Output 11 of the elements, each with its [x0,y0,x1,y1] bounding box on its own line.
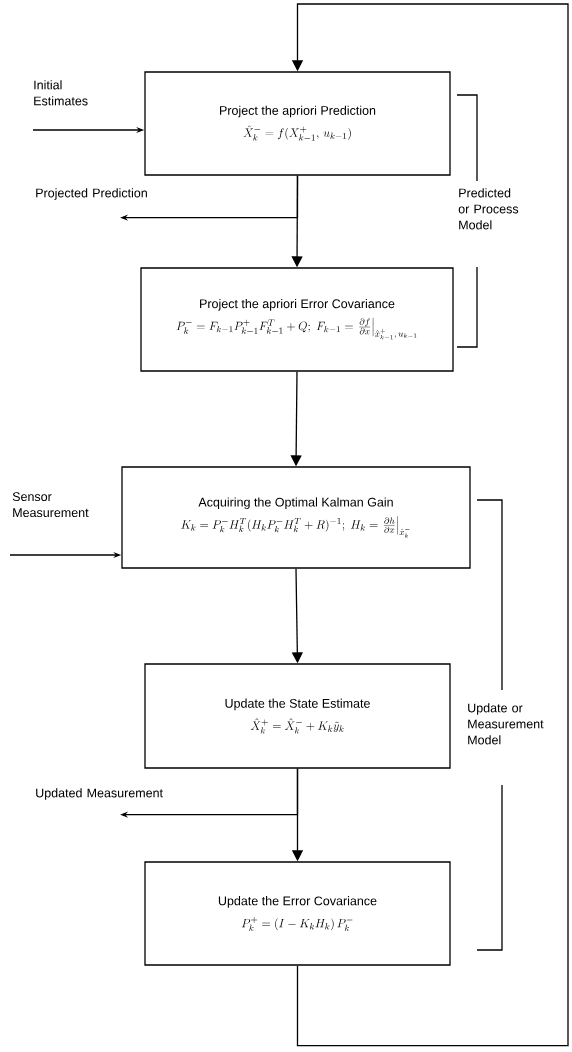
input-label: Initial Estimates [34,80,88,106]
output-label: Projected Prediction [36,188,147,200]
process-box: Update the State Estimate $\hat{X}_k^{+} = \hat{X}_k^{-} + K_k \tilde{y}_k$ [144,663,451,769]
bracket-label: Predicted or Process Model [458,188,519,230]
process-box: Project the apriori Error Covariance $P_k^{-} = F_{k-1} P_{k-1}^{+} F_{k-1}^{T} + Q;\; F_{k-1} = \left.\frac{\partial f}{\partial x}\right|_{\hat{x}_{k-1}^{+},\, u_{k-1}}$ [140,267,454,372]
bracket-label: Update or Measurement Model [468,703,544,745]
process-box: Acquiring the Optimal Kalman Gain $K_k = P_k^{-} H_k^{T} (H_k P_k^{-} H_k^{T} + R)^{-1};\; H_k = \left.\frac{\partial h}{\partial x}\right|_{\hat{x}_k^{-}}$ [121,466,471,569]
output-label: Updated Measurement [36,788,163,800]
input-label: Sensor Measurement [12,492,89,518]
process-box: Project the apriori Prediction $\hat{X}_k^{-} = f(X_{k-1}^{+},\, u_{k-1})$ [144,71,451,176]
process-box: Update the Error Covariance $P_k^{+} = (I - K_k H_k)\, P_k^{-}$ [144,861,451,966]
